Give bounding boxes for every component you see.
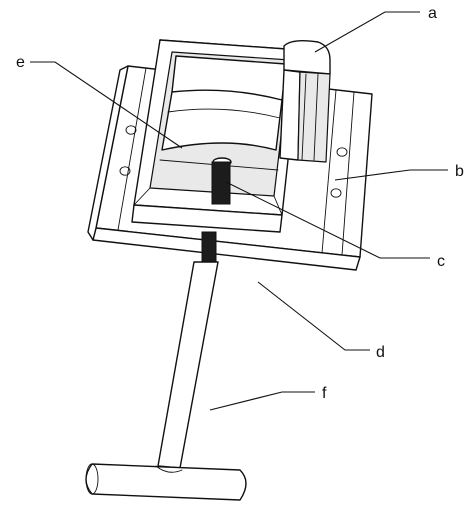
mounting-hole-3 [336,147,348,157]
clamp-block [279,39,331,163]
mounting-hole-2 [119,166,131,176]
screw-thread [211,161,231,205]
screw [211,157,232,205]
label-a: a [428,5,437,22]
t-handle [85,231,247,501]
label-b: b [455,163,464,180]
label-c: c [437,253,445,270]
frame-body [131,39,301,233]
mounting-hole-4 [330,188,342,198]
label-e: e [16,54,25,71]
mounting-hole-1 [125,125,137,135]
label-f: f [322,385,327,402]
handle-thread [201,231,217,263]
label-d: d [376,344,385,361]
